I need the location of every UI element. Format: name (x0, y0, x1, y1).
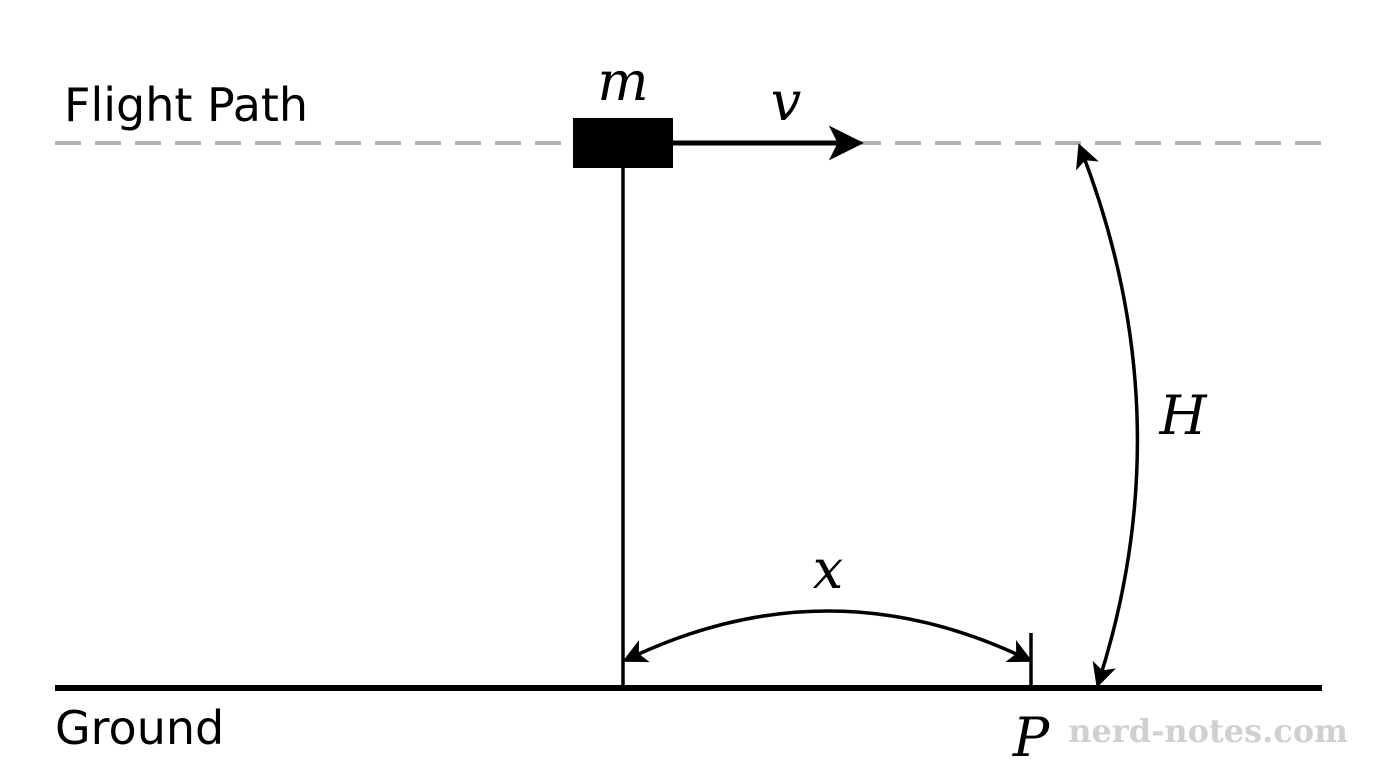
point-p-label: P (1012, 706, 1051, 768)
mass-label: m (597, 50, 648, 113)
mass-block (573, 118, 673, 168)
height-arc (1076, 143, 1140, 688)
height-label: H (1158, 384, 1207, 447)
flight-path-label: Flight Path (64, 78, 308, 132)
distance-arc (622, 609, 1033, 663)
watermark: nerd-notes.com (1068, 712, 1348, 750)
velocity-label: v (771, 70, 802, 133)
ground-label: Ground (55, 701, 224, 755)
distance-label: x (813, 538, 843, 601)
